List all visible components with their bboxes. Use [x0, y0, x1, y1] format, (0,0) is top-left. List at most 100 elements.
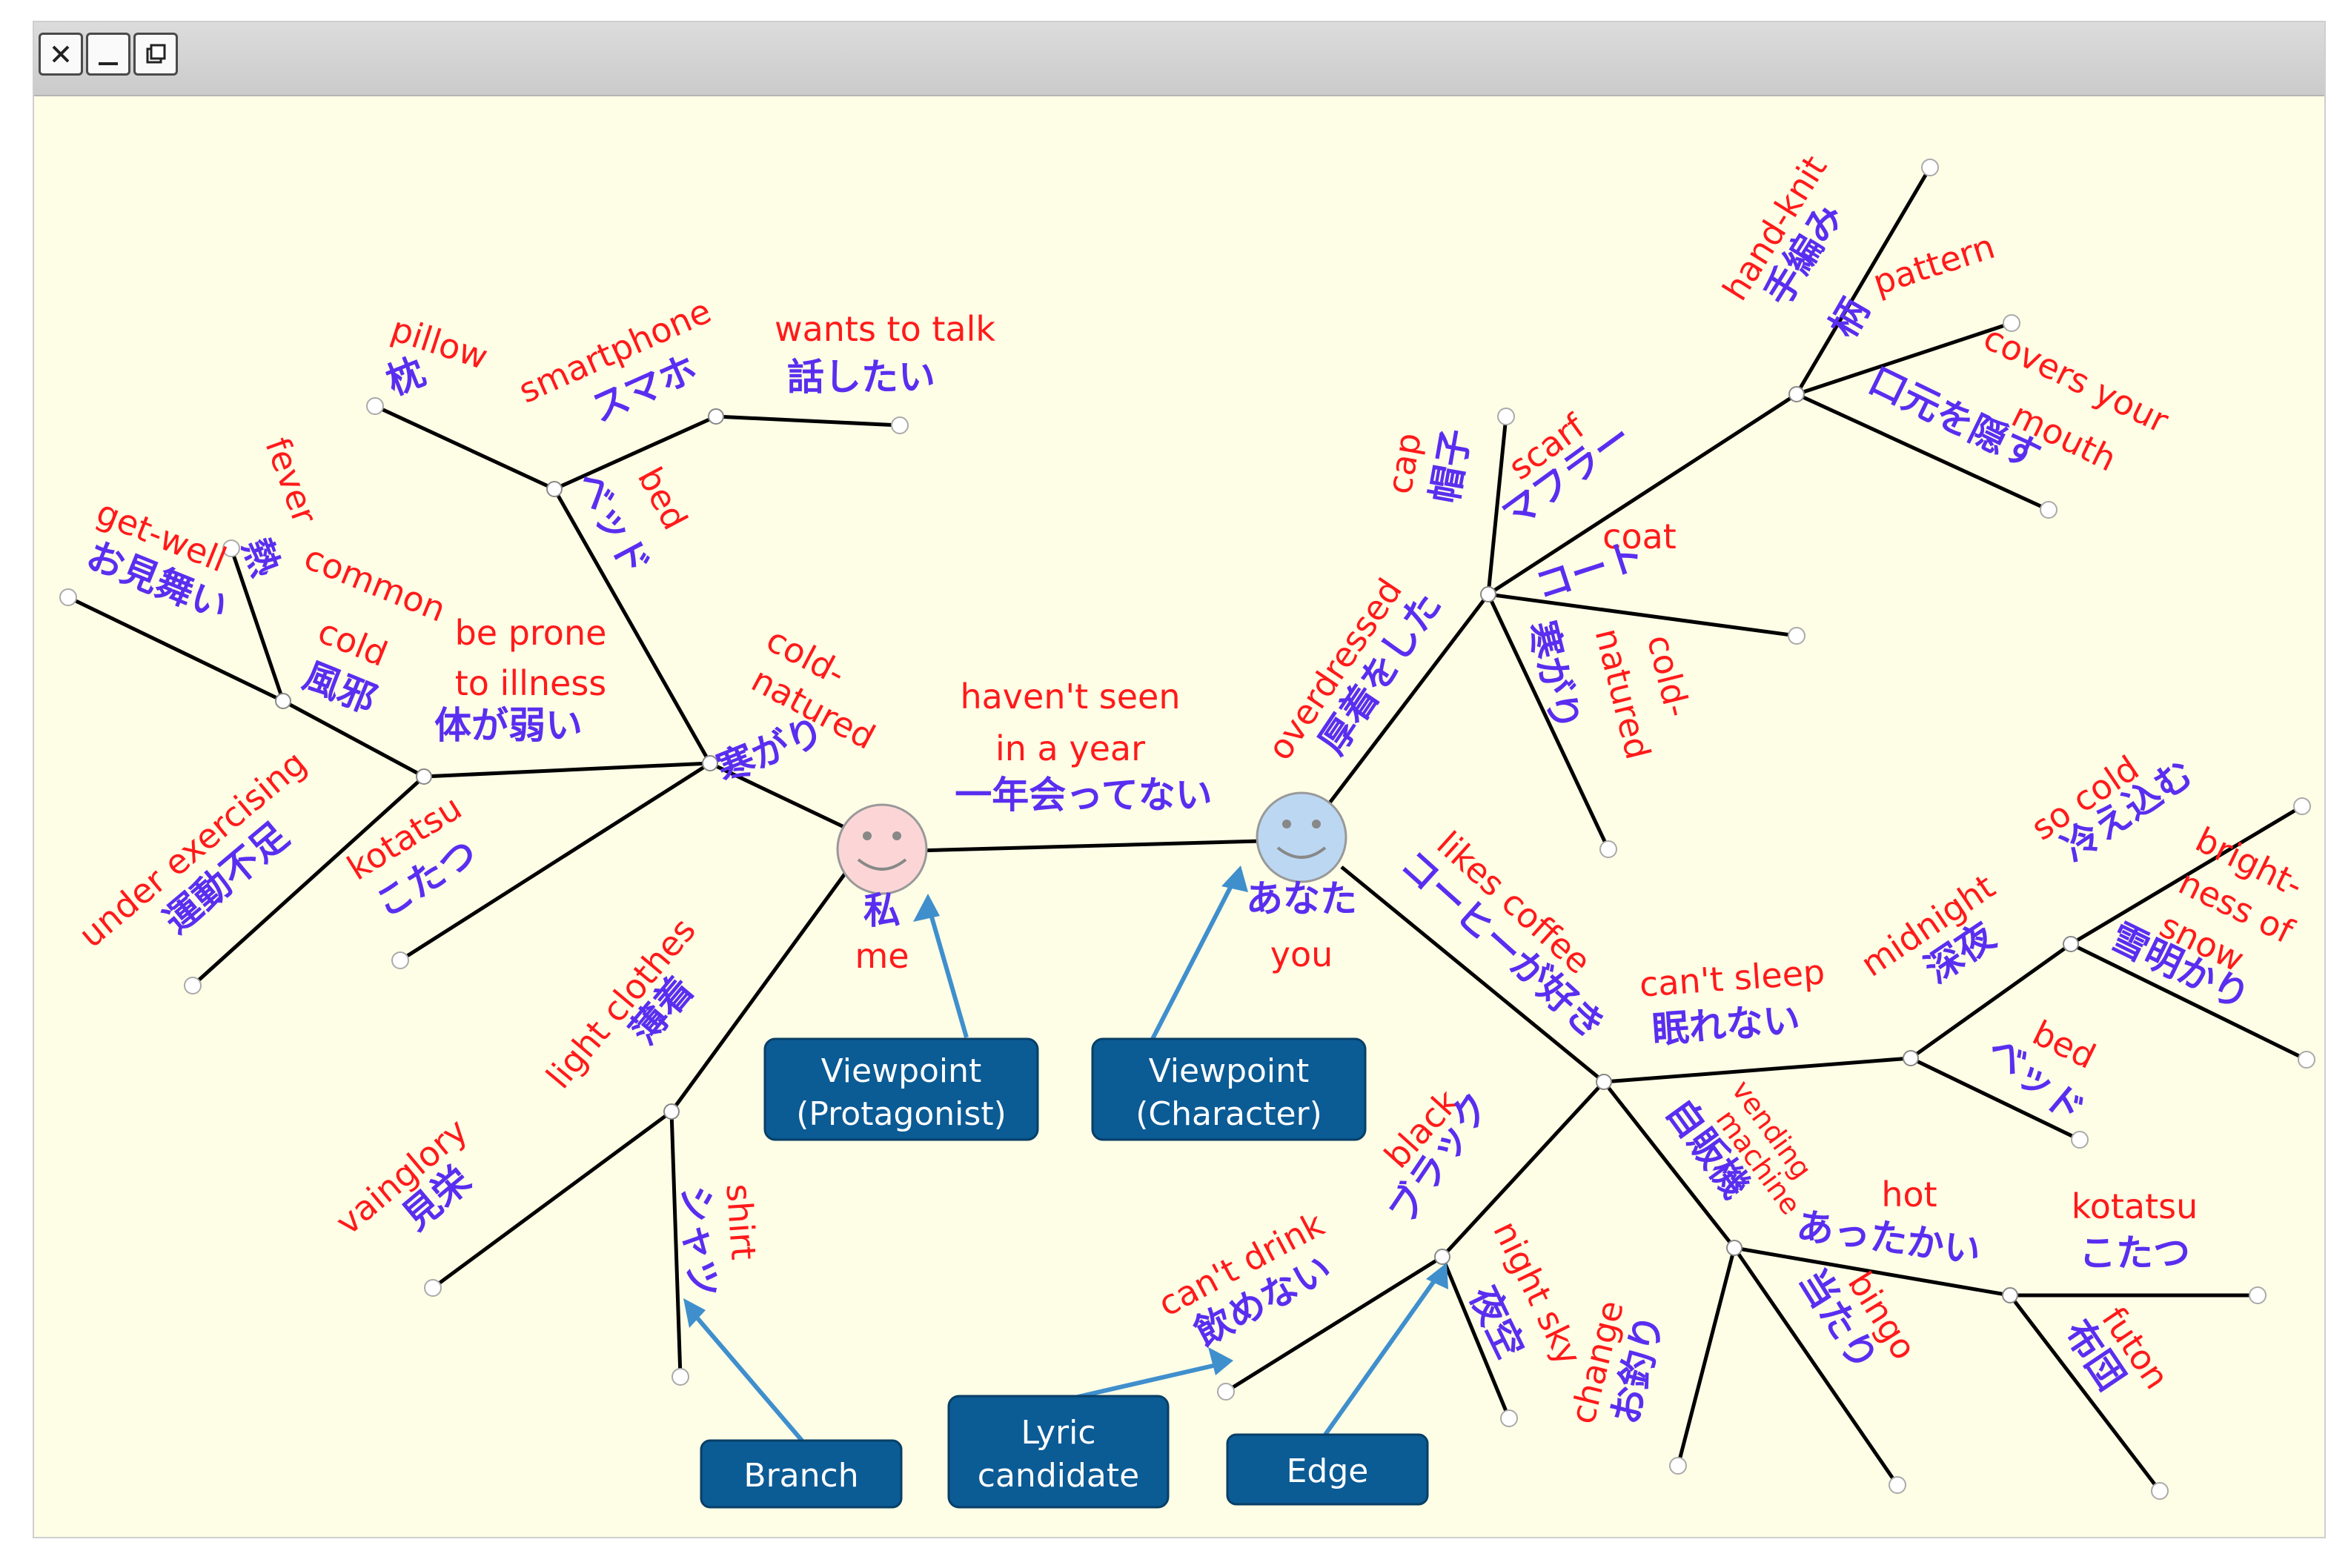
leaf-node[interactable] [2249, 1286, 2267, 1304]
edge[interactable] [1602, 1080, 1736, 1249]
leaf-node[interactable] [2071, 1131, 2089, 1149]
leaf-node[interactable] [2298, 1051, 2315, 1069]
lyric-jp: シャツ [674, 1184, 724, 1298]
leaf-node[interactable] [1889, 1476, 1906, 1494]
arrowhead [1221, 866, 1248, 892]
lyric-en: shirt [718, 1183, 763, 1261]
edge-label-jp: 一年会ってない [955, 774, 1213, 817]
branch-node[interactable] [1480, 586, 1496, 602]
lyric-en: kotatsu [2072, 1186, 2198, 1226]
edge[interactable] [1340, 866, 1605, 1083]
edge[interactable] [553, 414, 717, 491]
protagonist-face-icon[interactable] [836, 803, 928, 895]
edge[interactable] [1734, 1246, 2011, 1298]
branch-node[interactable] [1788, 386, 1805, 402]
edge[interactable] [715, 414, 901, 428]
edge[interactable] [374, 404, 556, 491]
close-icon[interactable] [39, 33, 83, 76]
branch-node[interactable] [275, 693, 291, 709]
edge[interactable] [2069, 942, 2308, 1062]
leaf-node[interactable] [1497, 408, 1515, 425]
edge[interactable] [669, 864, 853, 1113]
leaf-node[interactable] [59, 588, 77, 606]
edge[interactable] [1796, 321, 2012, 396]
leaf-node[interactable] [2040, 501, 2057, 519]
edge[interactable] [669, 1111, 683, 1378]
edge[interactable] [1327, 593, 1490, 806]
protagonist-en-label: me [855, 936, 909, 976]
arrowhead [683, 1298, 706, 1328]
leaf-node[interactable] [1217, 1383, 1235, 1401]
callout-lyric-candidate: Lyric candidate [947, 1395, 1170, 1509]
edge[interactable] [1486, 593, 1611, 851]
arrow-edge [1323, 1270, 1443, 1436]
minimize-icon[interactable] [86, 33, 130, 76]
leaf-node[interactable] [891, 416, 909, 434]
leaf-node[interactable] [1599, 840, 1617, 858]
leaf-node[interactable] [1921, 159, 1939, 176]
edge-label-en: haven't seen [960, 677, 1180, 717]
callout-label: Lyric [1021, 1414, 1095, 1452]
character-face [1256, 791, 1347, 883]
branch-node[interactable] [2002, 1287, 2018, 1303]
character-labels: 私 me あなた you haven't seen in a year 一年会っ… [855, 677, 1357, 976]
branch-node[interactable] [663, 1103, 680, 1120]
edge[interactable] [1732, 1246, 1900, 1486]
lyric-en: fever [257, 432, 325, 528]
edge[interactable] [1488, 592, 1797, 638]
edge[interactable] [1441, 1080, 1605, 1258]
character-branch-labels: overdressed 厚着をした cap 帽子 scarf マフラー coat… [1152, 148, 2309, 1428]
leaf-node[interactable] [2003, 314, 2020, 332]
leaf-node[interactable] [1788, 627, 1805, 645]
branch-node[interactable] [2063, 936, 2079, 952]
annotation-arrows [683, 866, 1448, 1442]
branch-node[interactable] [1903, 1050, 1919, 1066]
tree-editor-window [33, 21, 2326, 1538]
edge[interactable] [67, 595, 285, 703]
leaf-node[interactable] [391, 951, 409, 969]
center-edge[interactable] [915, 838, 1289, 853]
leaf-node[interactable] [184, 977, 202, 994]
restore-icon[interactable] [133, 33, 178, 76]
edge[interactable] [1487, 392, 1798, 597]
edge[interactable] [1224, 1255, 1444, 1394]
lyric-en: be prone [455, 613, 607, 653]
branch-node[interactable] [1596, 1074, 1612, 1090]
leaf-node[interactable] [222, 539, 240, 557]
branch-node[interactable] [708, 408, 724, 425]
edge[interactable] [423, 761, 711, 779]
branch-node[interactable] [416, 768, 432, 785]
branch-node[interactable] [1726, 1240, 1742, 1256]
edge[interactable] [229, 548, 285, 702]
edge[interactable] [399, 761, 712, 963]
edge[interactable] [1440, 1256, 1511, 1419]
edge[interactable] [709, 761, 849, 831]
leaf-node[interactable] [1669, 1457, 1687, 1475]
edge[interactable] [1486, 416, 1508, 595]
edge[interactable] [431, 1109, 673, 1290]
arrowhead [913, 894, 940, 922]
leaf-node[interactable] [2151, 1482, 2169, 1500]
leaf-node[interactable] [672, 1368, 689, 1386]
edge[interactable] [1795, 392, 2050, 512]
edge[interactable] [2009, 1294, 2161, 1492]
branch-node[interactable] [702, 755, 718, 771]
edge[interactable] [1603, 1056, 1911, 1084]
branch-node[interactable] [1434, 1249, 1450, 1265]
leaf-node[interactable] [424, 1279, 442, 1297]
edge[interactable] [1676, 1247, 1737, 1466]
branch-node[interactable] [546, 481, 563, 497]
character-face-icon[interactable] [1256, 791, 1347, 883]
edge[interactable] [1909, 942, 2072, 1060]
leaf-node[interactable] [2293, 797, 2311, 815]
leaf-node[interactable] [1500, 1409, 1518, 1427]
edge[interactable] [1909, 1056, 2081, 1142]
edge[interactable] [1794, 166, 1932, 396]
edge[interactable] [2069, 804, 2304, 946]
edge[interactable] [191, 775, 425, 987]
edge[interactable] [552, 488, 712, 765]
leaf-node[interactable] [366, 397, 384, 415]
edge[interactable] [282, 699, 425, 779]
lyric-jp: 寒がり [711, 709, 830, 791]
callout-viewpoint-character: Viewpoint (Character) [1091, 1037, 1367, 1141]
